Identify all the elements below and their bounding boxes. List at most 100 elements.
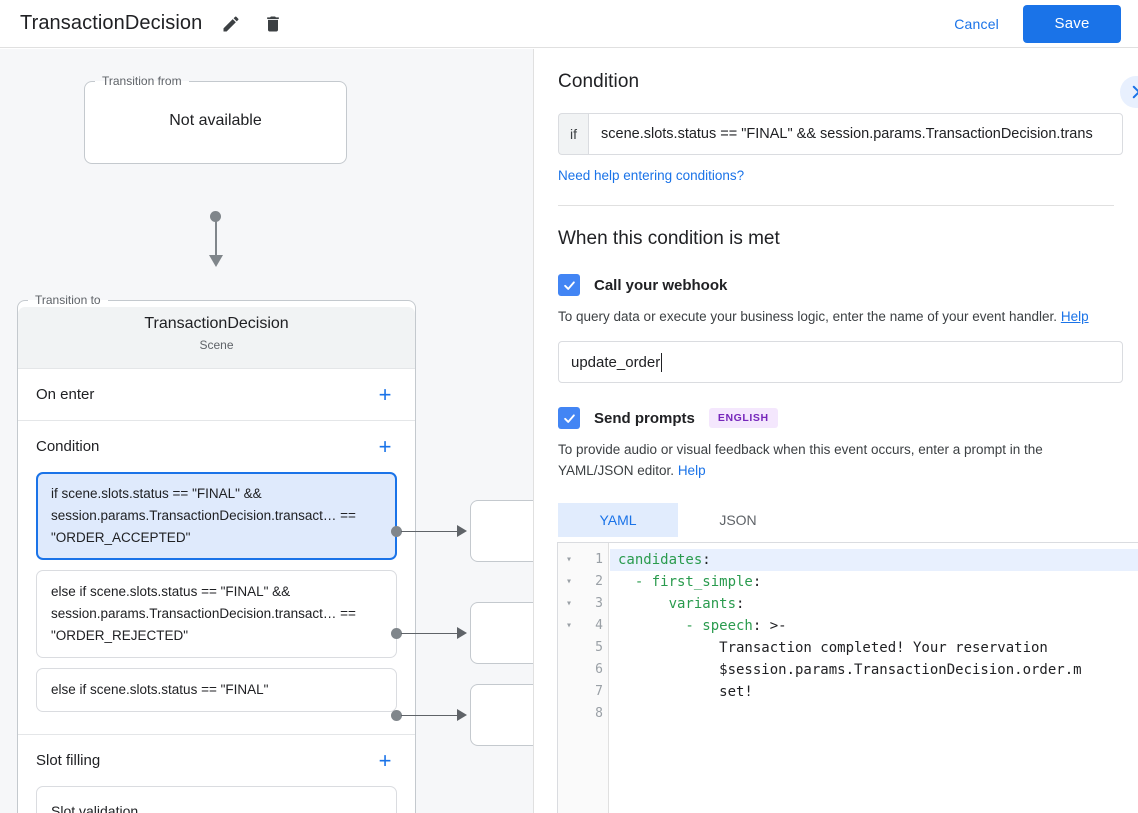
- add-condition-button[interactable]: +: [378, 433, 392, 459]
- fold-arrow-icon[interactable]: ▾: [565, 598, 573, 609]
- yaml-separator: :: [736, 596, 745, 612]
- prompts-hint-text: To provide audio or visual feedback when…: [558, 442, 1043, 478]
- flow-canvas[interactable]: Transition from Not available Transition…: [0, 49, 533, 813]
- cancel-button[interactable]: Cancel: [944, 8, 1009, 40]
- language-badge: ENGLISH: [708, 408, 778, 428]
- line-number: 8: [595, 706, 603, 721]
- section-label-slot-filling: Slot filling: [36, 752, 101, 769]
- save-button[interactable]: Save: [1023, 4, 1121, 43]
- text-caret: [661, 352, 663, 372]
- transition-from-value: Not available: [169, 111, 262, 129]
- condition-card-list: if scene.slots.status == "FINAL" && sess…: [18, 472, 415, 734]
- yaml-separator: :: [752, 574, 762, 590]
- page-title: TransactionDecision: [20, 12, 203, 34]
- connector-arrow-icon: [209, 255, 223, 267]
- section-label-condition: Condition: [36, 438, 100, 455]
- when-condition-heading: When this condition is met: [558, 228, 780, 249]
- section-condition: Condition +: [18, 420, 415, 472]
- yaml-value: Transaction completed! Your reservation: [618, 640, 1048, 656]
- prompts-check-row: Send prompts ENGLISH: [558, 407, 1114, 429]
- code-line[interactable]: set!: [610, 681, 1138, 703]
- tab-json[interactable]: JSON: [719, 512, 757, 528]
- need-help-link[interactable]: Need help entering conditions?: [558, 168, 745, 183]
- scene-subtitle: Scene: [199, 338, 234, 352]
- scene-header: TransactionDecision Scene: [18, 307, 415, 368]
- if-prefix-label: if: [558, 113, 588, 155]
- yaml-separator: : >-: [752, 618, 787, 634]
- yaml-value: $session.params.TransactionDecision.orde…: [618, 662, 1082, 678]
- code-line[interactable]: [610, 703, 1138, 725]
- top-app-bar: TransactionDecision Cancel Save: [0, 0, 1138, 48]
- section-label-on-enter: On enter: [36, 386, 95, 403]
- pencil-icon[interactable]: [218, 11, 244, 37]
- code-line[interactable]: - speech: >-: [610, 615, 1138, 637]
- edge-arrow-icon: [457, 627, 467, 639]
- line-number: 3: [595, 596, 603, 611]
- send-prompts-checkbox[interactable]: [558, 407, 580, 429]
- webhook-handler-value: update_order: [571, 353, 661, 371]
- panel-divider: [558, 205, 1114, 206]
- condition-help-row: Need help entering conditions?: [558, 168, 1114, 183]
- connector-line: [215, 216, 217, 262]
- code-line[interactable]: candidates:: [610, 549, 1138, 571]
- condition-section: Condition if scene.slots.status == "FINA…: [534, 49, 1138, 206]
- call-webhook-label: Call your webhook: [594, 276, 728, 294]
- call-webhook-checkbox[interactable]: [558, 274, 580, 296]
- code-line[interactable]: - first_simple:: [610, 571, 1138, 593]
- condition-input[interactable]: scene.slots.status == "FINAL" && session…: [588, 113, 1123, 155]
- line-number: 7: [595, 684, 603, 699]
- transition-from-card[interactable]: Transition from Not available: [84, 74, 347, 164]
- editor-fold-gutter: ▾ ▾ ▾ ▾: [558, 543, 580, 813]
- condition-card-2[interactable]: else if scene.slots.status == "FINAL" &&…: [36, 570, 397, 658]
- yaml-key: candidates: [618, 552, 703, 568]
- webhook-hint-text: To query data or execute your business l…: [558, 309, 1058, 324]
- webhook-help-link[interactable]: Help: [1060, 309, 1089, 324]
- line-number: 1: [595, 552, 603, 567]
- yaml-separator: :: [702, 552, 711, 568]
- flow-canvas-inner: Transition from Not available Transition…: [0, 49, 533, 813]
- transition-to-legend: Transition to: [35, 293, 101, 307]
- condition-card-3[interactable]: else if scene.slots.status == "FINAL": [36, 668, 397, 712]
- target-node-1[interactable]: [470, 500, 533, 562]
- chevron-right-icon[interactable]: [1120, 76, 1138, 108]
- editor-code-area[interactable]: candidates: - first_simple: variants: - …: [610, 543, 1138, 813]
- line-number: 6: [595, 662, 603, 677]
- edge-arrow-icon: [457, 525, 467, 537]
- fold-arrow-icon[interactable]: ▾: [565, 620, 573, 631]
- edge-source-dot: [391, 710, 402, 721]
- line-number: 5: [595, 640, 603, 655]
- add-slot-filling-button[interactable]: +: [378, 747, 392, 773]
- webhook-check-row: Call your webhook: [558, 274, 1114, 296]
- code-line[interactable]: Transaction completed! Your reservation: [610, 637, 1138, 659]
- fold-arrow-icon[interactable]: ▾: [565, 554, 573, 565]
- when-condition-met-section: When this condition is met Call your web…: [534, 206, 1138, 537]
- condition-card-1[interactable]: if scene.slots.status == "FINAL" && sess…: [36, 472, 397, 560]
- section-on-enter: On enter +: [18, 368, 415, 420]
- slot-filling-list: Slot validation: [18, 786, 415, 813]
- target-node-3[interactable]: [470, 684, 533, 746]
- condition-heading: Condition: [558, 71, 640, 92]
- fold-arrow-icon[interactable]: ▾: [565, 576, 573, 587]
- code-line[interactable]: $session.params.TransactionDecision.orde…: [610, 659, 1138, 681]
- add-on-enter-button[interactable]: +: [378, 381, 392, 407]
- code-line[interactable]: variants:: [610, 593, 1138, 615]
- tab-yaml[interactable]: YAML: [558, 503, 678, 537]
- trash-icon[interactable]: [260, 11, 286, 37]
- edge-source-dot: [391, 526, 402, 537]
- edge-line: [401, 714, 459, 716]
- edge-line: [401, 632, 459, 634]
- slot-validation-card[interactable]: Slot validation: [36, 786, 397, 813]
- yaml-key: - first_simple: [618, 574, 753, 590]
- transition-to-card[interactable]: Transition to TransactionDecision Scene …: [17, 293, 416, 813]
- target-node-2[interactable]: [470, 602, 533, 664]
- section-slot-filling: Slot filling +: [18, 734, 415, 786]
- edge-line: [401, 530, 459, 532]
- webhook-handler-input[interactable]: update_order: [558, 341, 1123, 383]
- send-prompts-label: Send prompts: [594, 409, 695, 427]
- prompts-help-link[interactable]: Help: [677, 463, 706, 478]
- webhook-hint: To query data or execute your business l…: [558, 306, 1114, 327]
- yaml-value: set!: [618, 684, 753, 700]
- line-number: 2: [595, 574, 603, 589]
